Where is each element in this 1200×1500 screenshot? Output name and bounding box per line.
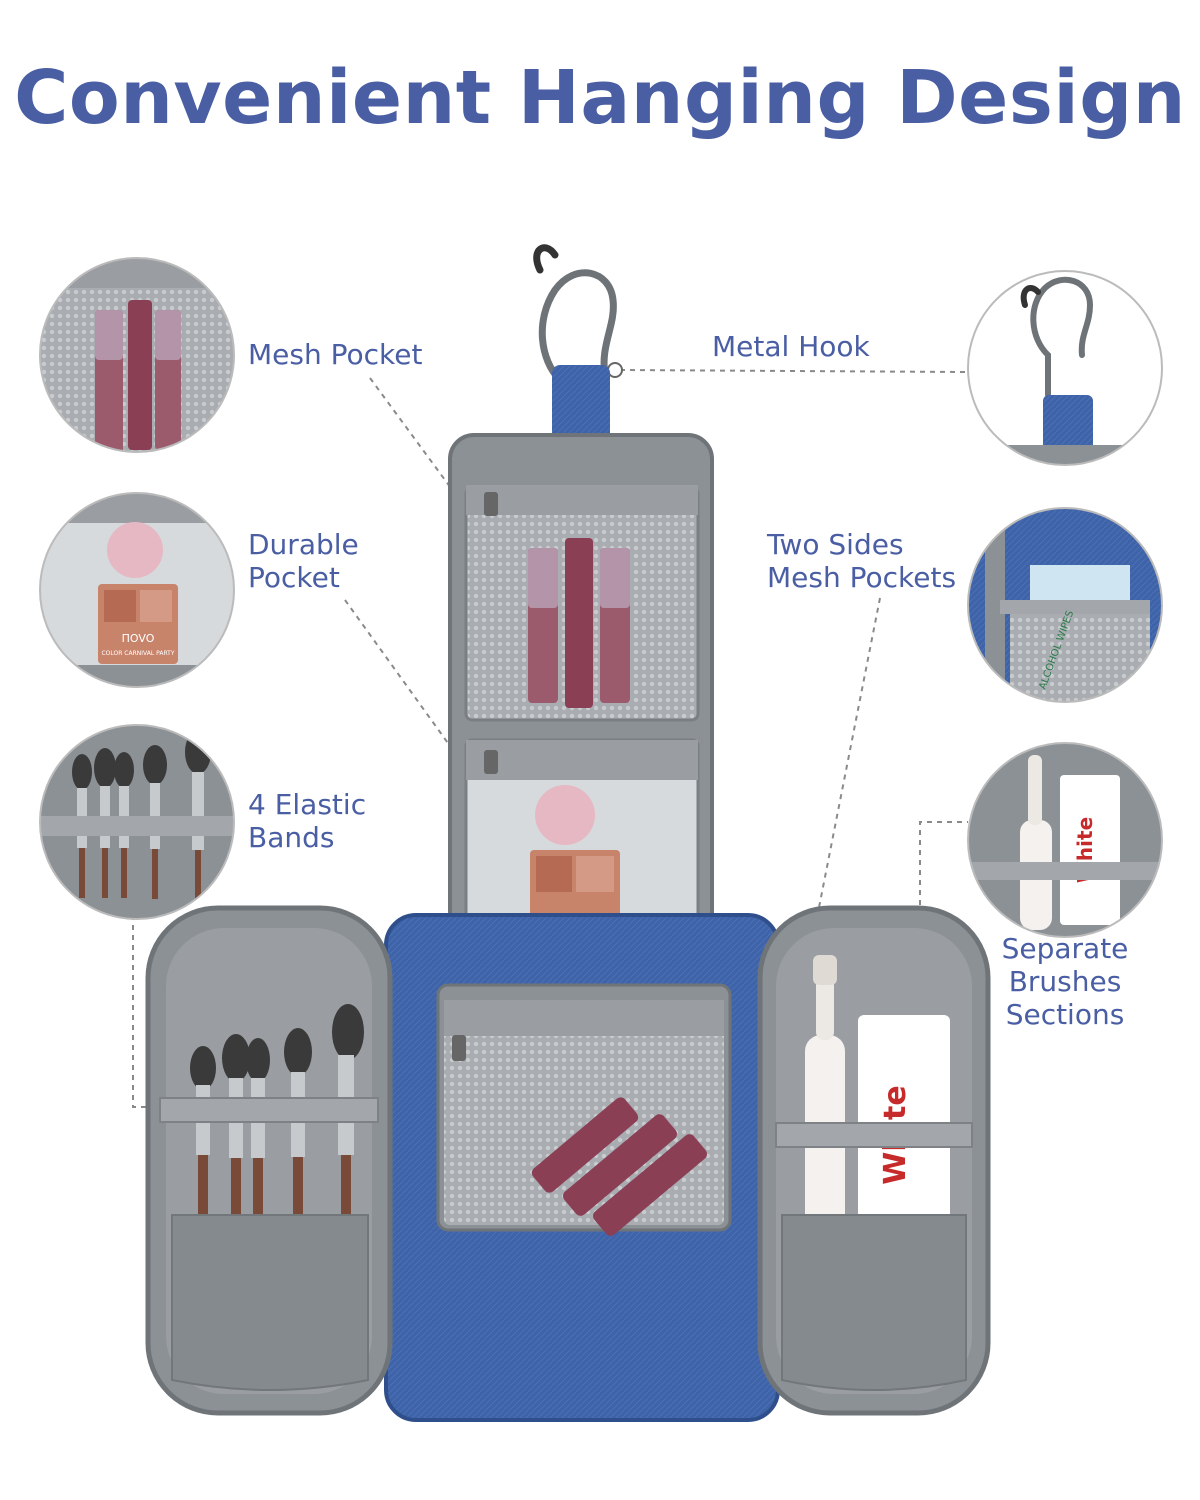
detail-circle-mesh-pocket xyxy=(39,257,235,453)
callout-metal-hook: Metal Hook xyxy=(712,330,870,363)
palette-name: COLOR CARNIVAL PARTY xyxy=(101,650,174,657)
zipper-icon xyxy=(484,492,498,516)
hook-icon xyxy=(538,269,617,434)
detail-circle-brush-sections: White xyxy=(967,742,1163,938)
callout-durable-pocket: Durable Pocket xyxy=(248,528,359,594)
detail-circle-durable-pocket: ΠOVO COLOR CARNIVAL PARTY xyxy=(39,492,235,688)
detail-circle-metal-hook xyxy=(967,270,1163,466)
callout-brush-sections: Separate Brushes Sections xyxy=(1001,932,1129,1031)
bag-main xyxy=(384,244,780,1422)
callout-elastic-bands: 4 Elastic Bands xyxy=(248,788,367,854)
callout-side-mesh-pockets: Two Sides Mesh Pockets xyxy=(767,528,957,594)
detail-circle-side-mesh: ALCOHOL WIPES xyxy=(967,507,1163,703)
callout-mesh-pocket: Mesh Pocket xyxy=(248,338,423,371)
palette-brand: ΠOVO xyxy=(122,632,155,645)
left-side-panel xyxy=(145,905,393,1416)
detail-circle-elastic-bands xyxy=(39,724,235,920)
leader-metal-hook xyxy=(619,369,966,373)
page-title: Convenient Hanging Design xyxy=(14,55,1186,141)
right-side-panel: White xyxy=(757,905,991,1416)
